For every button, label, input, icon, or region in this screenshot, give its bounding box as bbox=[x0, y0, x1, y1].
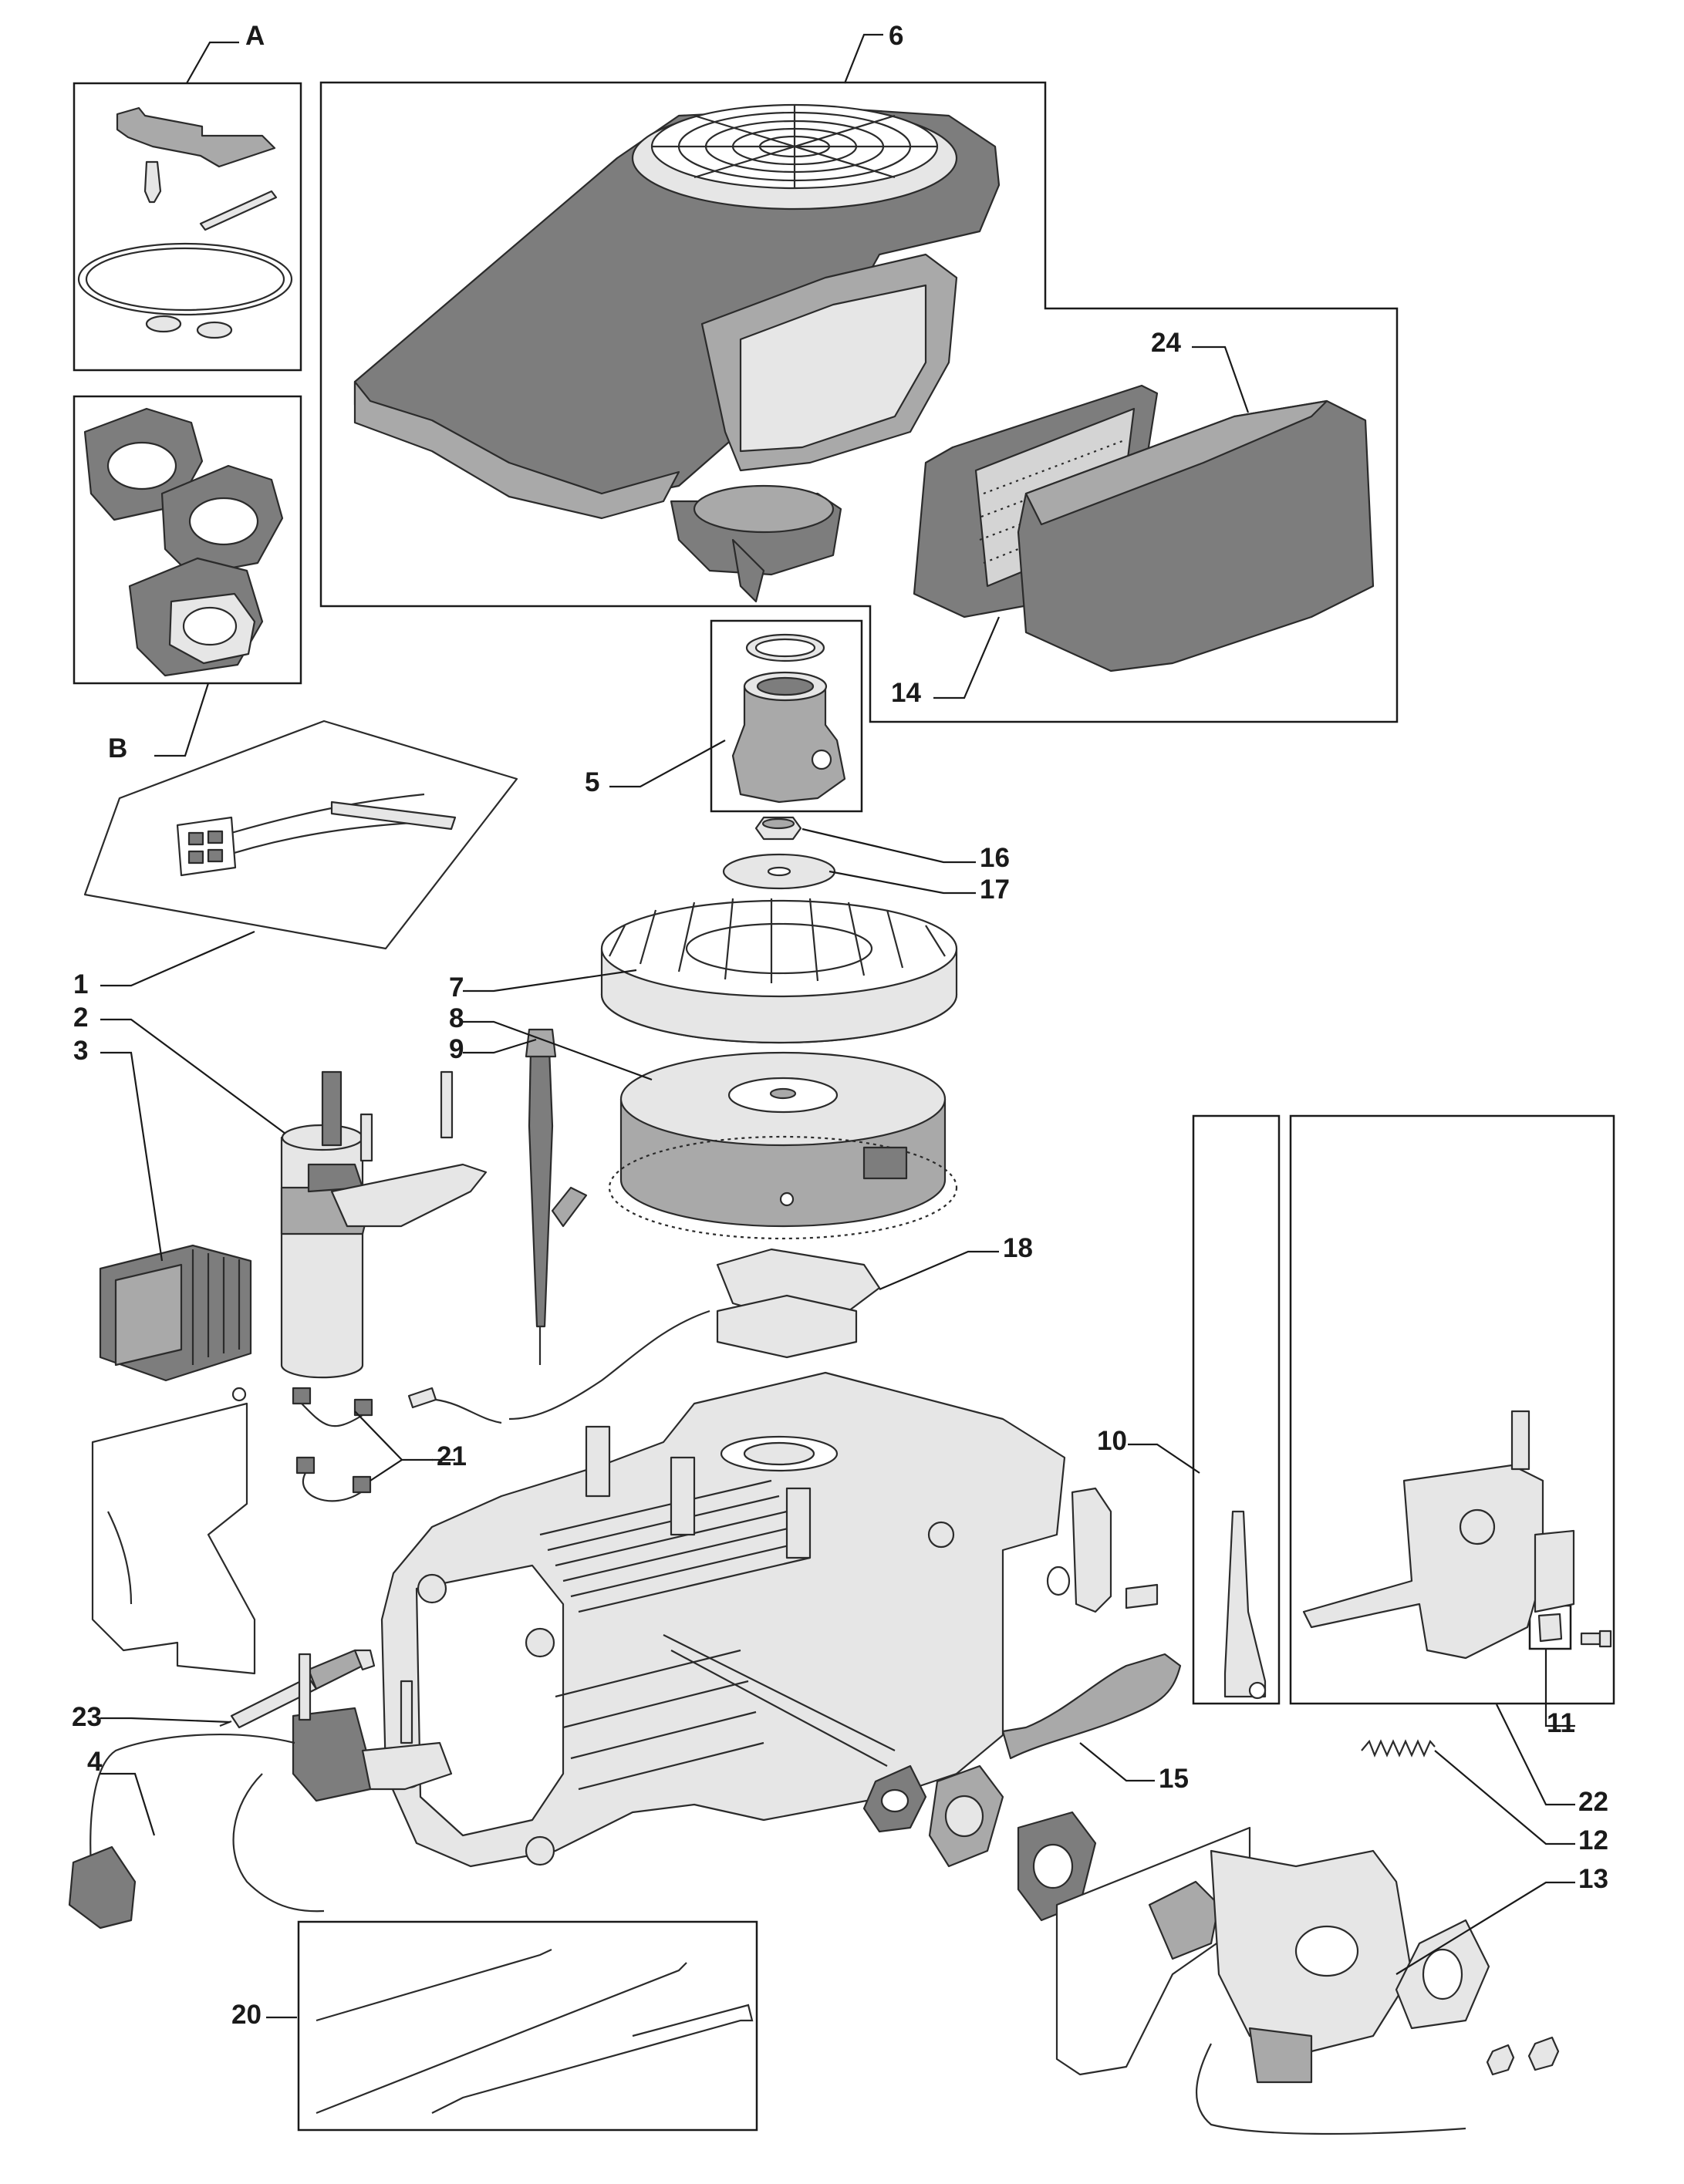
callout-13: 13 bbox=[1578, 1864, 1608, 1894]
throttle-lever bbox=[1223, 1510, 1267, 1700]
wire-harness-bag bbox=[83, 720, 518, 950]
callout-12: 12 bbox=[1578, 1825, 1608, 1855]
cooling-fan bbox=[600, 898, 958, 1044]
breather-hose bbox=[1001, 1653, 1182, 1760]
callout-10: 10 bbox=[1097, 1426, 1127, 1456]
frame-shroud-assembly bbox=[319, 81, 1399, 723]
callout-5: 5 bbox=[585, 767, 599, 797]
flywheel bbox=[608, 1051, 958, 1240]
callout-23: 23 bbox=[72, 1702, 102, 1732]
callout-18: 18 bbox=[1003, 1233, 1033, 1263]
charging-coil bbox=[508, 1248, 881, 1421]
callout-b: B bbox=[108, 733, 127, 763]
callout-21: 21 bbox=[437, 1441, 467, 1471]
governor-bracket bbox=[1302, 1410, 1575, 1660]
callout-16: 16 bbox=[980, 843, 1010, 873]
kit-b-gaskets bbox=[83, 407, 284, 677]
frame-intake-elbow bbox=[710, 619, 863, 813]
dipstick-tube bbox=[525, 1028, 588, 1365]
callout-14: 14 bbox=[891, 678, 921, 708]
engine-block bbox=[380, 1371, 1066, 1868]
control-rods bbox=[316, 1949, 754, 2115]
spark-plug bbox=[219, 1649, 376, 1729]
frame-kit-b bbox=[73, 395, 302, 685]
bolt-22 bbox=[1580, 1630, 1612, 1648]
callout-20: 20 bbox=[231, 2000, 262, 2030]
carburetor-spacer bbox=[862, 1764, 1097, 1922]
callout-6: 6 bbox=[889, 21, 903, 51]
callout-labels: A B 6 24 14 5 16 17 1 2 3 7 8 9 18 21 10… bbox=[72, 21, 1608, 2030]
heat-shield-plate bbox=[91, 1387, 256, 1675]
voltage-regulator bbox=[99, 1244, 252, 1382]
callout-22: 22 bbox=[1578, 1787, 1608, 1817]
frame-governor-bracket bbox=[1289, 1114, 1615, 1705]
frame-throttle-lever bbox=[1192, 1114, 1281, 1705]
ignition-leads bbox=[292, 1387, 502, 1502]
callout-2: 2 bbox=[73, 1003, 88, 1033]
callout-3: 3 bbox=[73, 1036, 88, 1066]
callout-24: 24 bbox=[1151, 328, 1181, 358]
throttle-bracket bbox=[1046, 1487, 1159, 1613]
callout-17: 17 bbox=[980, 875, 1010, 905]
starter-motor bbox=[280, 1070, 488, 1379]
flywheel-nut bbox=[754, 816, 802, 841]
callout-1: 1 bbox=[73, 969, 88, 999]
clip-11 bbox=[1537, 1613, 1563, 1643]
air-filter-cover bbox=[1017, 399, 1375, 672]
frame-control-rods bbox=[297, 1920, 758, 2132]
flywheel-washer bbox=[722, 853, 836, 890]
blower-shroud bbox=[353, 103, 1001, 603]
callout-8: 8 bbox=[449, 1003, 464, 1033]
callout-a: A bbox=[245, 21, 265, 51]
leader-lines bbox=[100, 33, 1575, 2019]
carburetor-assembly bbox=[1055, 1826, 1560, 2135]
governor-spring bbox=[1361, 1739, 1436, 1758]
ignition-module bbox=[68, 1653, 453, 1930]
callout-15: 15 bbox=[1159, 1764, 1189, 1794]
callout-7: 7 bbox=[449, 972, 464, 1003]
callout-11: 11 bbox=[1547, 1708, 1575, 1738]
callout-4: 4 bbox=[87, 1747, 103, 1777]
kit-a-parts bbox=[77, 106, 293, 339]
callout-9: 9 bbox=[449, 1034, 464, 1064]
intake-elbow bbox=[731, 633, 846, 804]
